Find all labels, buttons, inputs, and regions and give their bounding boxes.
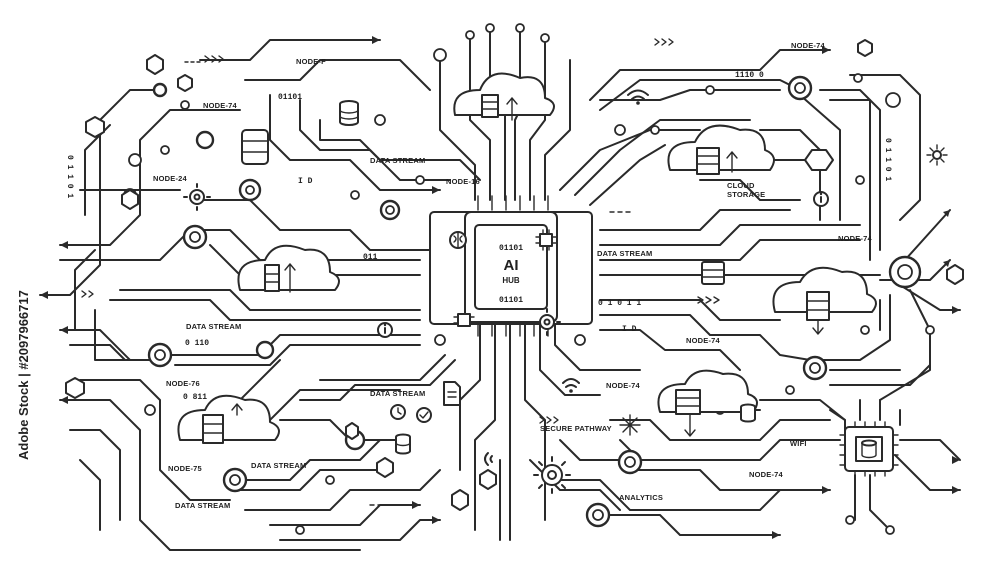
database-icon — [241, 129, 269, 165]
label-data-stream: DATA STREAM — [370, 389, 425, 398]
label-id: I D — [622, 325, 637, 334]
label-node-16: NODE-16 — [446, 177, 480, 186]
cloud-icon — [667, 124, 775, 175]
cloud-icon — [772, 266, 877, 335]
ai-hub-chip: 01101 AI HUB 01101 — [429, 211, 593, 325]
label-binary: I D — [298, 177, 313, 186]
hub-binary-top: 01101 — [499, 244, 523, 253]
brain-icon — [449, 231, 467, 249]
label-node-f: NODE-F — [296, 57, 326, 66]
sun-icon — [926, 144, 948, 166]
wifi-icon — [627, 89, 649, 105]
label-binary: 0 110 — [185, 339, 209, 348]
label-vertical-binary: 0 1 1 0 1 — [65, 155, 74, 198]
gear-icon — [533, 308, 561, 336]
label-node-24: NODE-24 — [153, 174, 188, 183]
label-node-75: NODE-75 — [168, 464, 202, 473]
label-data-stream: DATA STREAM — [597, 249, 652, 258]
label-node-74: NODE-74 — [203, 101, 238, 110]
document-icon — [443, 381, 461, 406]
cloud-icon — [657, 369, 758, 437]
label-node-74: NODE-74 — [749, 470, 784, 479]
label-vertical-binary: 0 1 1 0 1 — [883, 138, 892, 181]
label-data-stream: DATA STREAM — [175, 501, 230, 510]
cloud-icon — [453, 72, 555, 121]
chip-icon — [839, 421, 899, 477]
arrow-marks — [40, 36, 960, 539]
label-data-stream: DATA STREAM — [186, 322, 241, 331]
label-binary: 011 — [363, 253, 378, 262]
info-icon — [813, 191, 829, 207]
label-binary: 01101 — [278, 93, 302, 102]
sun-icon — [619, 414, 641, 436]
clock-icon — [390, 404, 406, 420]
label-node-74: NODE-74 — [606, 381, 641, 390]
label-node-74: NODE-74 — [686, 336, 721, 345]
diagram-labels: NODE-F NODE-74 01101 DATA STREAM NODE-24… — [65, 41, 892, 510]
cloud-icon — [177, 394, 280, 444]
hub-title: AI — [504, 257, 519, 274]
label-storage: STORAGE — [727, 190, 765, 199]
database-icon — [339, 100, 359, 126]
label-data-stream: DATA STREAM — [370, 156, 425, 165]
hub-binary-bottom: 01101 — [499, 296, 523, 305]
label-binary: 0 1 0 1 1 — [598, 299, 641, 308]
label-analytics: ANALYTICS — [619, 493, 663, 502]
label-node-74: NODE-74 — [838, 234, 873, 243]
label-data-stream: DATA STREAM — [251, 461, 306, 470]
junction-nodes — [123, 23, 935, 535]
label-node-74: NODE-74 — [791, 41, 826, 50]
label-wifi: WIFI — [790, 439, 807, 448]
label-node-76: NODE-76 — [166, 379, 200, 388]
label-cloud: CLOUD — [727, 181, 755, 190]
wifi-icon — [484, 452, 493, 466]
database-icon — [740, 403, 756, 423]
server-icon — [701, 261, 725, 285]
database-icon — [395, 433, 411, 455]
hexagon-nodes — [65, 39, 964, 511]
gear-icon — [183, 183, 211, 211]
check-icon — [416, 407, 432, 423]
info-icon — [377, 322, 393, 338]
gear-icon — [533, 456, 571, 494]
label-secure-pathway: SECURE PATHWAY — [540, 424, 612, 433]
chip-icon — [535, 229, 557, 251]
stock-watermark: Adobe Stock | #2097966717 — [16, 290, 31, 460]
hub-subtitle: HUB — [502, 276, 520, 285]
chip-icon — [453, 313, 475, 327]
label-binary: 0 811 — [183, 393, 207, 402]
cloud-icon — [237, 244, 340, 293]
label-binary: 1110 0 — [735, 71, 764, 80]
wifi-icon — [562, 378, 580, 393]
